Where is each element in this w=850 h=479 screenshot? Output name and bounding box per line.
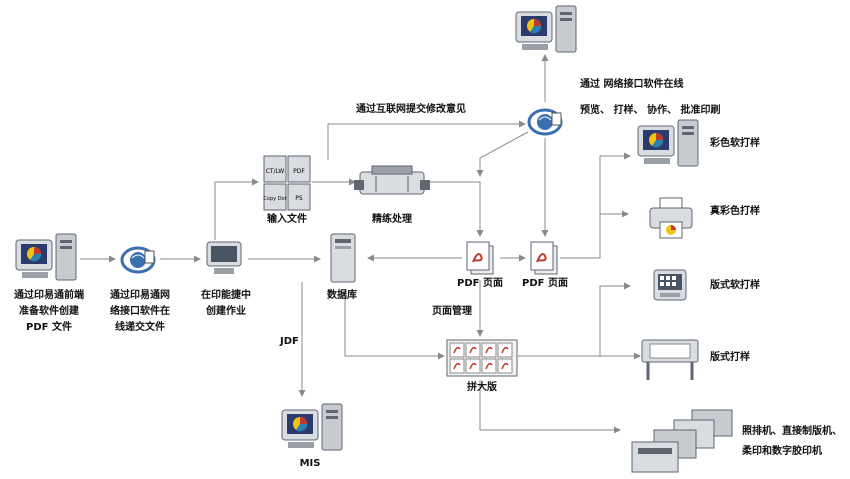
edge-web-down-left — [476, 131, 529, 177]
imposition-label: 拼大版 — [467, 382, 497, 393]
layout-proof-label: 版式打样 — [710, 352, 750, 363]
output-label: 照排机、直接制版机、柔印和数字胶印机 — [742, 426, 842, 457]
printer-icon — [649, 197, 693, 239]
true-color-printer — [648, 196, 694, 240]
calculator-terminal-icon — [653, 269, 687, 301]
online-submit-globe — [118, 242, 158, 278]
monitor-icon — [206, 241, 242, 274]
database-server — [328, 232, 358, 284]
true-color-proof-label: 真彩色打样 — [710, 206, 760, 217]
layout-soft-proof-terminal — [652, 268, 688, 304]
web-workstation — [514, 4, 580, 54]
pdf-page-icon — [466, 241, 494, 275]
refine-label: 精练处理 — [372, 214, 412, 225]
database-label: 数据库 — [327, 290, 357, 301]
workstation-icon — [15, 233, 77, 281]
document-stack-icon: CT/LW PDF Copy Dot PS — [263, 155, 311, 211]
workstation-icon — [281, 403, 343, 451]
edge-db-impose — [344, 290, 445, 360]
online-submit-label: 通过印易通网络接口软件在线递交文件 — [110, 290, 170, 333]
job-label: 在印能捷中创建作业 — [201, 290, 251, 317]
edge-job-input — [214, 178, 259, 240]
refine-processor — [352, 162, 432, 202]
edge-feedback — [327, 120, 526, 160]
edge-to-output — [479, 380, 621, 434]
edge-to-layout-soft — [599, 282, 631, 356]
mis-workstation — [280, 402, 346, 452]
workstation-icon — [637, 119, 699, 167]
tile-ctlw: CT/LW — [266, 168, 285, 175]
imposition-sheet — [445, 338, 519, 378]
web-globe — [525, 104, 565, 140]
tile-ps: PS — [295, 195, 303, 202]
input-files-label: 输入文件 — [267, 214, 307, 225]
color-soft-proof-label: 彩色软打样 — [710, 138, 760, 149]
color-soft-proof-workstation — [636, 118, 702, 168]
layout-soft-proof-label: 版式软打样 — [710, 280, 760, 291]
mis-label: MIS — [299, 458, 321, 469]
pdf-page-icon — [530, 241, 558, 275]
globe-icon — [120, 246, 156, 274]
output-press-line — [630, 408, 734, 474]
edge-refine-pdf — [430, 181, 484, 237]
tile-copydot: Copy Dot — [263, 196, 286, 202]
processor-machine-icon — [354, 165, 430, 195]
job-monitor — [204, 240, 244, 276]
imposition-sheet-icon — [446, 339, 518, 377]
server-tower-icon — [330, 233, 356, 283]
jdf-label: JDF — [280, 336, 299, 347]
internet-feedback-label: 通过互联网提交修改意见 — [356, 104, 466, 115]
workstation-icon — [515, 5, 577, 53]
pdf-page-2-label: PDF 页面 — [522, 278, 568, 289]
plotter-icon — [641, 339, 699, 380]
tile-pdf: PDF — [293, 168, 305, 175]
web-label: 通过 网络接口软件在线预览、 打样、 协作、 批准印刷 — [580, 79, 721, 116]
pdf-page-1 — [463, 240, 497, 276]
pdf-page-2 — [527, 240, 561, 276]
client-workstation — [14, 232, 80, 282]
edge-to-color-soft — [560, 152, 631, 259]
layout-proof-plotter — [640, 336, 700, 382]
page-mgmt-label: 页面管理 — [432, 306, 472, 317]
input-files-stack: CT/LW PDF Copy Dot PS — [262, 154, 312, 212]
globe-icon — [527, 108, 563, 136]
pdf-page-1-label: PDF 页面 — [457, 278, 503, 289]
press-line-icon — [631, 409, 733, 473]
